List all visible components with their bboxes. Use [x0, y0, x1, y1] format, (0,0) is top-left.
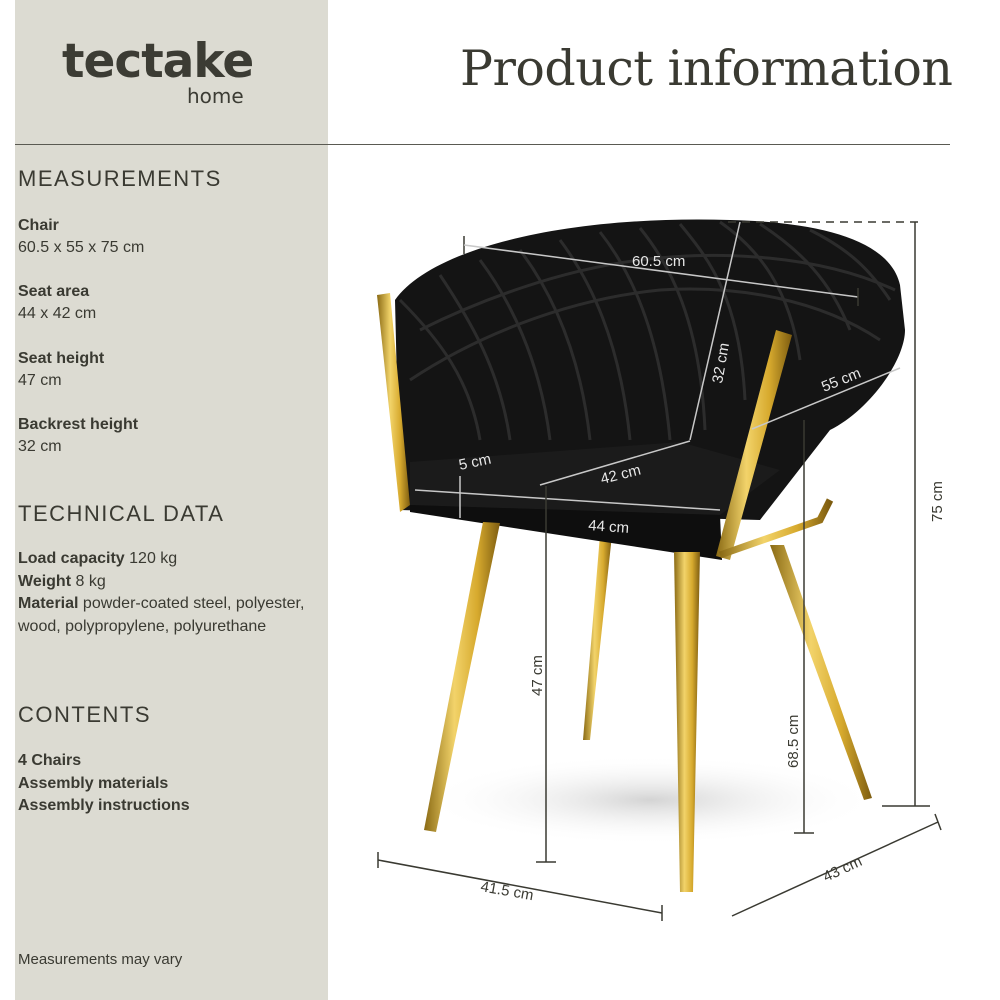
sidebar-panel: [15, 0, 328, 1000]
load-capacity-label: Load capacity: [18, 550, 125, 567]
seat-front: [410, 505, 722, 560]
material-label: Material: [18, 595, 79, 612]
back-left-leg: [583, 535, 612, 740]
front-right-leg: [674, 552, 700, 892]
spec-value: 47 cm: [18, 372, 62, 389]
brand-name: tectake: [62, 34, 254, 89]
material-value: powder-coated steel, polyester, wood, po…: [18, 595, 305, 635]
dim-seat-width-label: 44 cm: [588, 517, 630, 537]
spec-label: Backrest height: [18, 416, 139, 433]
spec-value: 32 cm: [18, 438, 62, 455]
chair-illustration: 60.5 cm 32 cm 55 cm 5 cm 42 cm 44 cm 75 …: [377, 219, 946, 921]
weight-label: Weight: [18, 572, 72, 590]
dim-base-depth-label: 43 cm: [821, 853, 865, 886]
right-frame-rail: [718, 498, 834, 559]
contents-item: Assembly instructions: [18, 797, 190, 814]
measurements-note: Measurements may vary: [18, 951, 183, 968]
right-frame: [716, 330, 792, 560]
chair-seat: [410, 442, 780, 515]
dim-seat-thickness-label: 5 cm: [457, 451, 492, 474]
brand-logo: tectake home: [62, 34, 262, 108]
dim-base-width-label: 41.5 cm: [479, 878, 535, 904]
spec-value: 60.5 x 55 x 75 cm: [18, 239, 145, 256]
weave-pattern: [398, 220, 896, 441]
technical-heading: TECHNICAL DATA: [18, 501, 225, 526]
contents-list: 4 Chairs Assembly materials Assembly ins…: [18, 750, 190, 818]
spec-seat-height: Seat height 47 cm: [18, 348, 104, 392]
title-divider: [15, 144, 950, 145]
chair-backrest: [395, 219, 905, 520]
material-row: Material powder-coated steel, polyester,…: [18, 593, 318, 638]
contents-item: Assembly materials: [18, 774, 169, 792]
spec-label: Seat height: [18, 350, 105, 367]
spec-seat-area: Seat area 44 x 42 cm: [18, 281, 96, 325]
dimension-lines: [377, 221, 942, 921]
technical-data: Load capacity 120 kg Weight 8 kg Materia…: [18, 548, 318, 638]
spec-chair: Chair 60.5 x 55 x 75 cm: [18, 215, 144, 259]
spec-value: 44 x 42 cm: [18, 305, 97, 322]
spec-backrest-height: Backrest height 32 cm: [18, 414, 138, 458]
weight-row: Weight 8 kg: [18, 571, 318, 594]
contents-item: 4 Chairs: [18, 752, 82, 769]
spec-label: Chair: [18, 217, 59, 234]
front-left-leg: [424, 522, 500, 832]
back-right-leg: [770, 545, 872, 800]
contents-heading: CONTENTS: [18, 702, 151, 727]
left-frame: [377, 293, 410, 512]
floor-shadow: [420, 755, 880, 845]
measurements-heading: MEASUREMENTS: [18, 166, 222, 191]
dim-width-label: 60.5 cm: [632, 253, 685, 270]
load-capacity-row: Load capacity 120 kg: [18, 548, 318, 571]
weight-value: 8 kg: [75, 572, 106, 590]
dim-backrest-label: 32 cm: [709, 342, 733, 385]
dim-height-label: 75 cm: [929, 481, 946, 522]
spec-label: Seat area: [18, 283, 90, 300]
page-title: Product information: [460, 40, 953, 97]
dim-seat-height-label: 47 cm: [529, 655, 546, 696]
dim-armrest-height-label: 68.5 cm: [785, 715, 802, 768]
brand-sub: home: [187, 84, 244, 108]
load-capacity-value: 120 kg: [129, 550, 178, 567]
